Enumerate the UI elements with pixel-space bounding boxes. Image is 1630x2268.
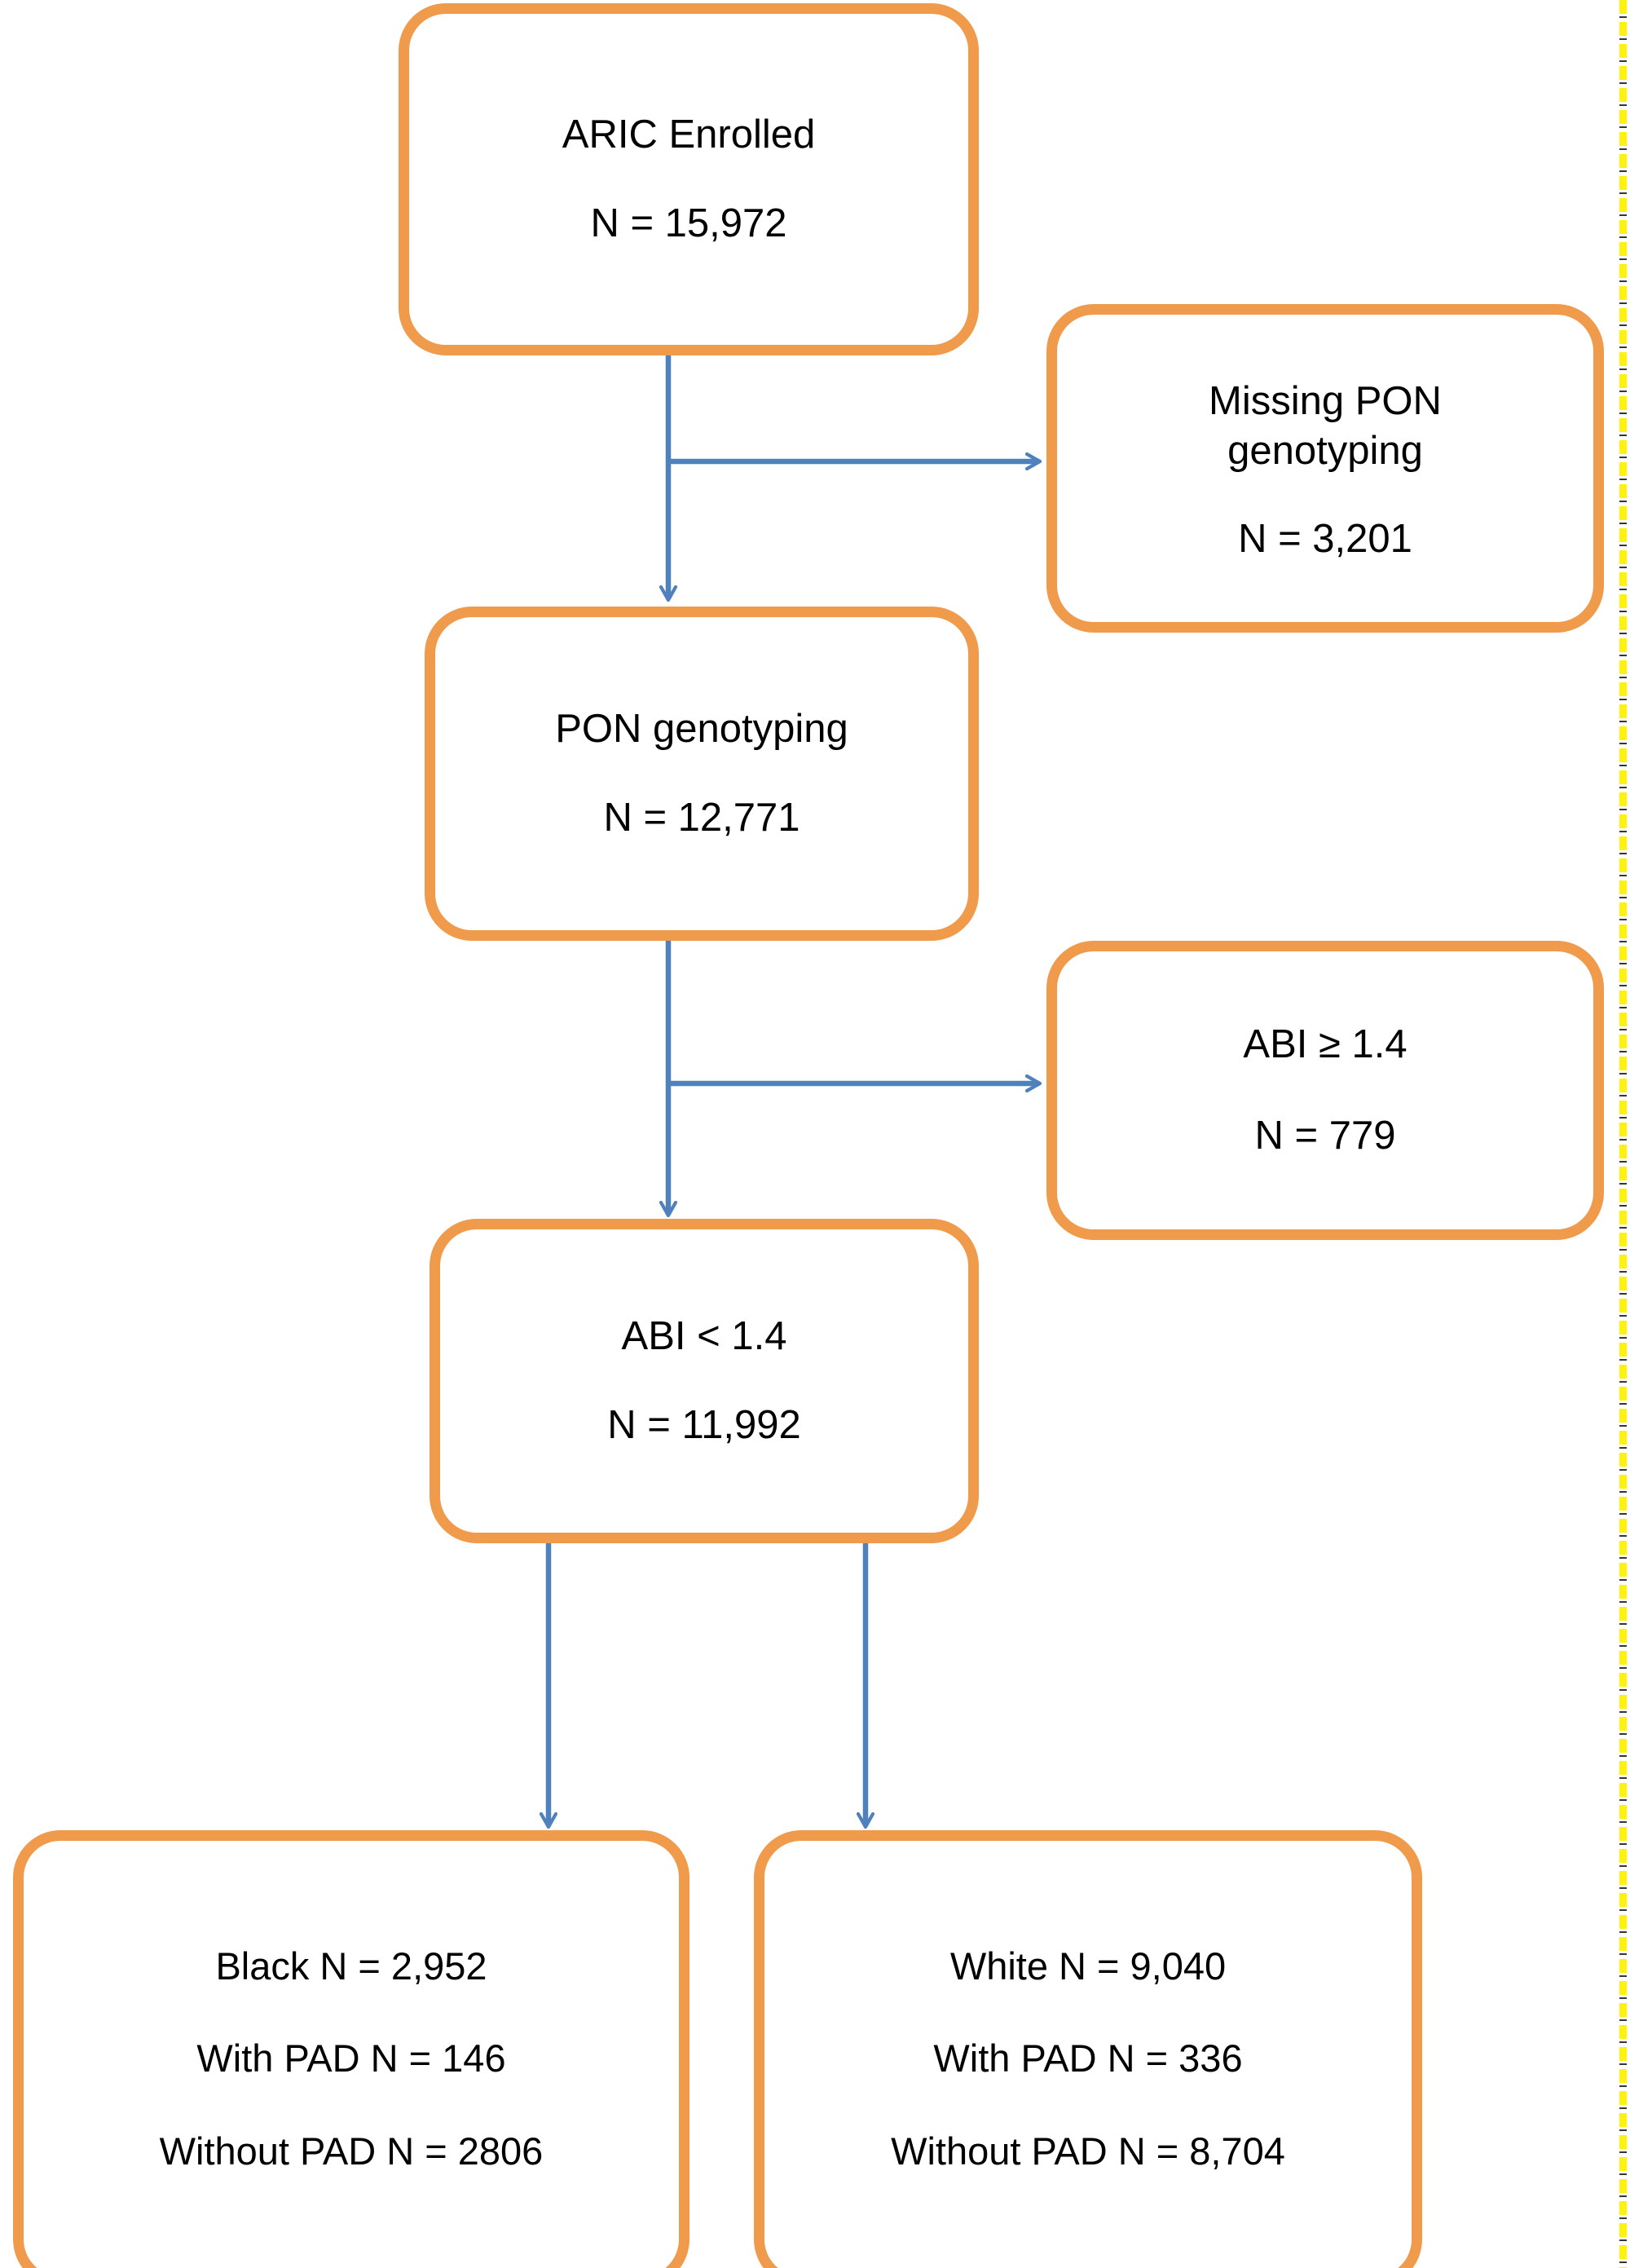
node-aric-enrolled[interactable]: ARIC Enrolled N = 15,972: [399, 3, 979, 355]
page-edge-highlight-strip: [1619, 0, 1627, 2268]
node-missing-pon-count: N = 3,201: [1238, 517, 1412, 562]
node-abi-lt-label: ABI < 1.4: [621, 1313, 787, 1358]
node-black-cohort-with-pad: With PAD N = 146: [196, 2036, 506, 2080]
node-white-cohort[interactable]: White N = 9,040 With PAD N = 336 Without…: [754, 1830, 1422, 2268]
node-aric-enrolled-count: N = 15,972: [590, 201, 787, 245]
node-black-cohort-total: Black N = 2,952: [215, 1944, 487, 1988]
node-black-cohort[interactable]: Black N = 2,952 With PAD N = 146 Without…: [13, 1830, 689, 2268]
node-abi-ge-label: ABI ≥ 1.4: [1243, 1022, 1408, 1067]
node-white-cohort-without-pad: Without PAD N = 8,704: [891, 2129, 1285, 2173]
node-white-cohort-with-pad: With PAD N = 336: [933, 2036, 1243, 2080]
node-missing-pon-genotyping[interactable]: Missing PON genotyping N = 3,201: [1046, 304, 1604, 633]
node-abi-ge-count: N = 779: [1254, 1113, 1396, 1158]
node-aric-enrolled-label: ARIC Enrolled: [562, 112, 816, 157]
node-pon-genotyping[interactable]: PON genotyping N = 12,771: [425, 607, 979, 941]
node-abi-lt-count: N = 11,992: [607, 1403, 801, 1447]
node-pon-genotyping-label: PON genotyping: [555, 706, 848, 751]
node-white-cohort-total: White N = 9,040: [949, 1944, 1227, 1988]
node-abi-greater-equal-1-4[interactable]: ABI ≥ 1.4 N = 779: [1046, 941, 1604, 1240]
node-abi-less-than-1-4[interactable]: ABI < 1.4 N = 11,992: [430, 1219, 979, 1543]
node-missing-pon-label-line2: genotyping: [1227, 428, 1423, 473]
node-black-cohort-without-pad: Without PAD N = 2806: [159, 2129, 544, 2173]
node-missing-pon-label-line1: Missing PON: [1209, 378, 1442, 423]
node-pon-genotyping-count: N = 12,771: [603, 796, 800, 840]
